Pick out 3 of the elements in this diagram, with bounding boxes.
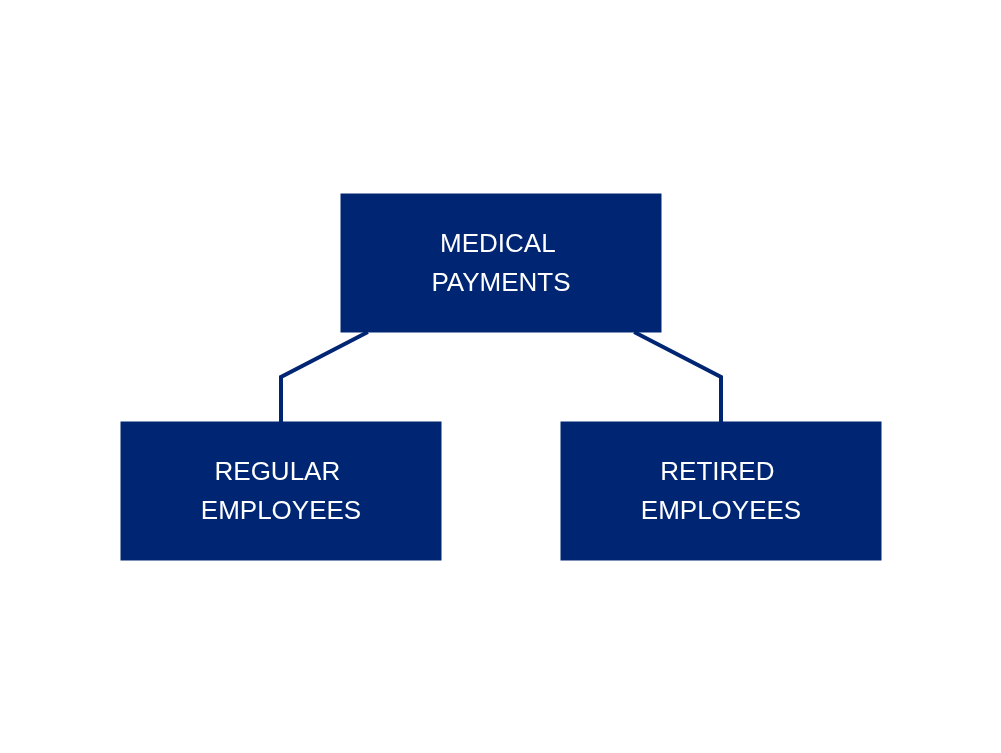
node-box: RETIRED EMPLOYEES [560, 421, 881, 560]
node-box: MEDICAL PAYMENTS [340, 193, 661, 332]
node-box: REGULAR EMPLOYEES [120, 421, 441, 560]
